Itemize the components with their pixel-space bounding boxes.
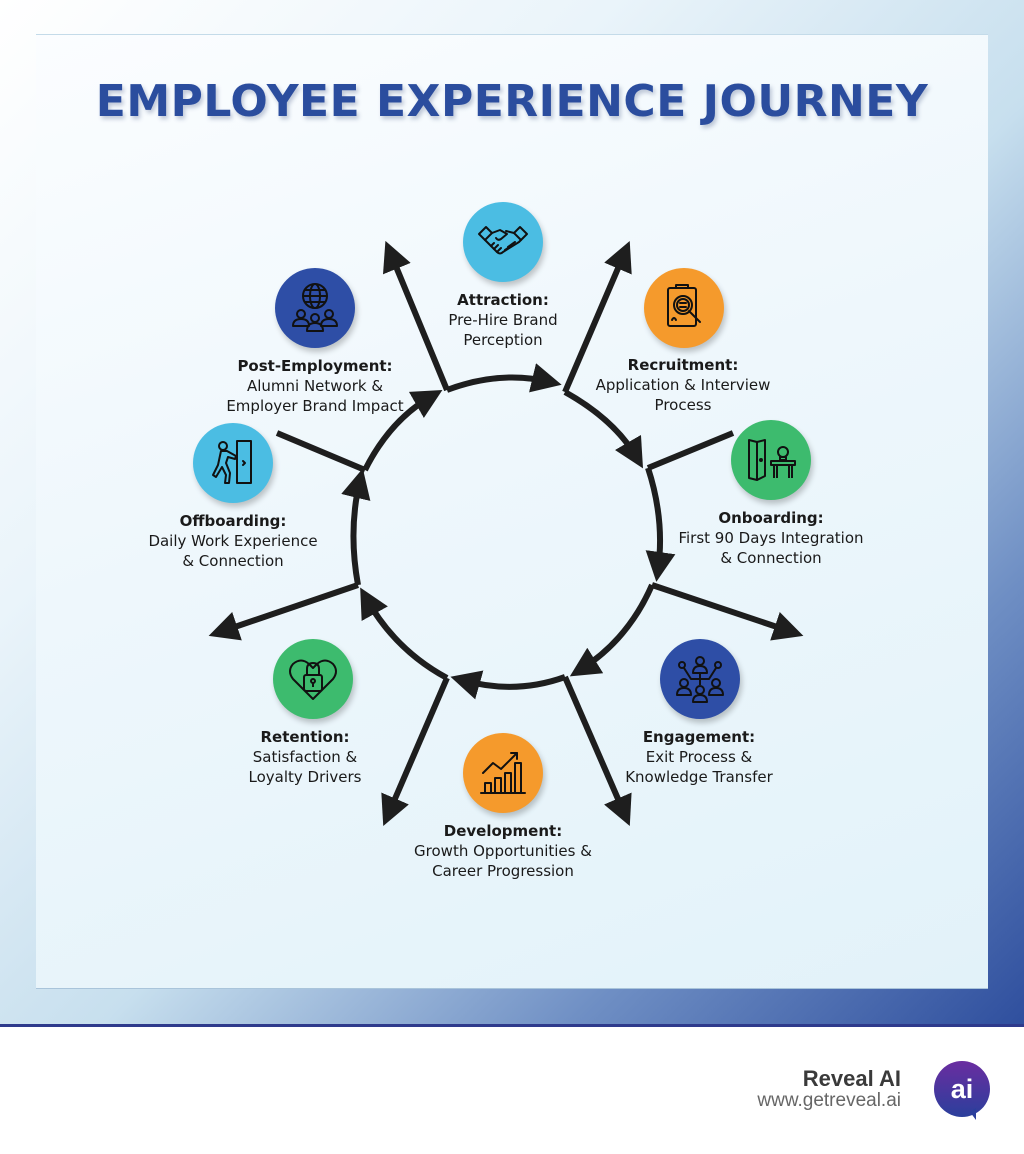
stage-desc-line: Loyalty Drivers bbox=[248, 768, 362, 786]
branch-arrow-left-upper bbox=[275, 430, 367, 473]
content-panel bbox=[36, 34, 988, 989]
retention-label: Retention: Satisfaction & Loyalty Driver… bbox=[185, 727, 425, 787]
logo-text: ai bbox=[951, 1074, 974, 1104]
heart-lock-icon bbox=[289, 659, 337, 700]
branch-arrow-bottom-right bbox=[562, 675, 632, 827]
branch-arrow-left-lower bbox=[208, 582, 359, 641]
stage-title: Post-Employment: bbox=[237, 357, 393, 375]
stage-desc-line: Employer Brand Impact bbox=[226, 397, 404, 415]
cycle-arrow-bottom bbox=[450, 670, 567, 700]
branch-arrow-top-left bbox=[383, 240, 450, 392]
cycle-arrow-bottom-left bbox=[360, 587, 449, 681]
brand-name: Reveal AI bbox=[802, 1066, 901, 1091]
cycle-arrow-left bbox=[341, 468, 371, 586]
door-desk-icon bbox=[748, 439, 796, 481]
post-employment-node bbox=[275, 268, 355, 348]
stage-desc-line: & Connection bbox=[182, 552, 284, 570]
stage-desc-line: Application & Interview bbox=[595, 376, 771, 394]
stage-desc-line: Perception bbox=[463, 331, 543, 349]
onboarding-label: Onboarding: First 90 Days Integration & … bbox=[651, 508, 891, 568]
cycle-arrow-top-right bbox=[563, 389, 644, 469]
team-network-icon bbox=[676, 656, 724, 703]
divider bbox=[0, 1024, 1024, 1027]
stage-desc-line: Alumni Network & bbox=[246, 377, 384, 395]
stage-title: Development: bbox=[443, 822, 563, 840]
person-exit-door-icon bbox=[212, 440, 252, 484]
engagement-label: Engagement: Exit Process & Knowledge Tra… bbox=[579, 727, 819, 787]
globe-people-icon bbox=[292, 283, 338, 332]
stage-title: Attraction: bbox=[457, 291, 549, 309]
stage-desc-line: Process bbox=[654, 396, 712, 414]
attraction-node bbox=[463, 202, 543, 282]
growth-chart-icon bbox=[480, 752, 526, 794]
branch-arrow-right-upper bbox=[646, 430, 735, 471]
cycle-arrow-right bbox=[645, 467, 676, 582]
stage-desc-line: Growth Opportunities & bbox=[414, 842, 592, 860]
development-node bbox=[463, 733, 543, 813]
page-title: EMPLOYEE EXPERIENCE JOURNEY bbox=[95, 76, 929, 127]
stage-desc-line: First 90 Days Integration bbox=[678, 529, 864, 547]
recruitment-node bbox=[644, 268, 724, 348]
retention-node bbox=[273, 639, 353, 719]
stage-desc-line: & Connection bbox=[720, 549, 822, 567]
cycle-diagram bbox=[208, 240, 804, 827]
stage-desc-line: Satisfaction & bbox=[252, 748, 358, 766]
stage-desc-line: Daily Work Experience bbox=[148, 532, 318, 550]
offboarding-label: Offboarding: Daily Work Experience & Con… bbox=[113, 511, 353, 571]
offboarding-node bbox=[193, 423, 273, 503]
branch-arrow-bottom-left bbox=[381, 676, 450, 827]
post-employment-label: Post-Employment: Alumni Network & Employ… bbox=[195, 356, 435, 416]
development-label: Development: Growth Opportunities & Care… bbox=[383, 821, 623, 881]
cycle-arrow-top bbox=[445, 363, 562, 393]
stage-desc-line: Pre-Hire Brand bbox=[448, 311, 558, 329]
engagement-node bbox=[660, 639, 740, 719]
reveal-ai-logo-icon: ai bbox=[934, 1061, 990, 1120]
cycle-arrow-top-left bbox=[362, 390, 443, 472]
stage-desc-line: Knowledge Transfer bbox=[625, 768, 773, 786]
attraction-label: Attraction: Pre-Hire Brand Perception bbox=[383, 290, 623, 350]
stage-title: Offboarding: bbox=[179, 512, 287, 530]
stage-title: Retention: bbox=[260, 728, 350, 746]
stage-desc-line: Exit Process & bbox=[645, 748, 753, 766]
clipboard-search-icon bbox=[667, 284, 701, 327]
branch-arrow-right-lower bbox=[651, 582, 804, 641]
brand-url[interactable]: www.getreveal.ai bbox=[757, 1090, 901, 1111]
stage-title: Recruitment: bbox=[627, 356, 739, 374]
handshake-icon bbox=[478, 226, 528, 255]
recruitment-label: Recruitment: Application & Interview Pro… bbox=[563, 355, 803, 415]
stage-desc-line: Career Progression bbox=[432, 862, 574, 880]
stage-title: Engagement: bbox=[642, 728, 756, 746]
branch-arrow-top-right bbox=[562, 240, 632, 394]
onboarding-node bbox=[731, 420, 811, 500]
stage-title: Onboarding: bbox=[718, 509, 824, 527]
cycle-arrow-bottom-right bbox=[569, 583, 655, 677]
